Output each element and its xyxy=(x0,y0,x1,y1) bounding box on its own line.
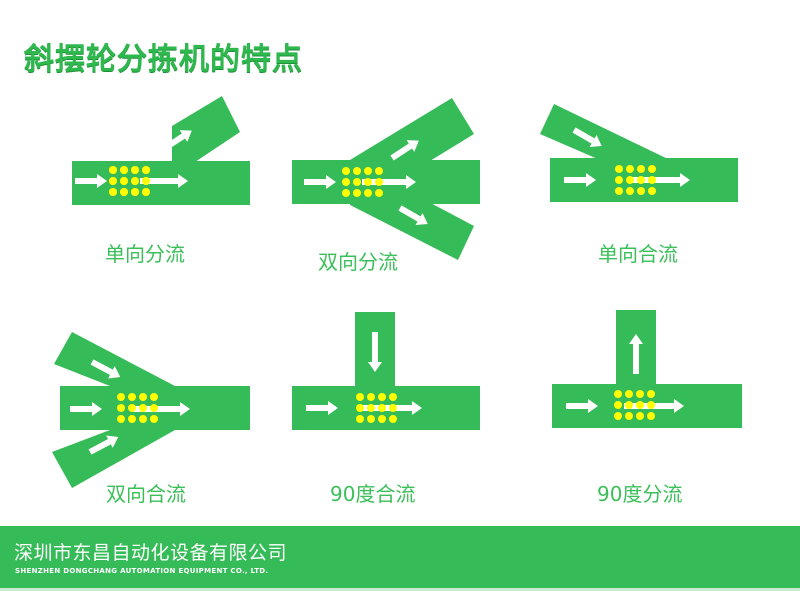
caption-single-merge: 单向合流 xyxy=(598,242,678,266)
caption-single-divert: 单向分流 xyxy=(105,242,185,266)
single-direction-merge-icon xyxy=(540,104,738,202)
slide-title: 斜摆轮分拣机的特点 xyxy=(24,42,303,77)
caption-ninety-merge: 90度合流 xyxy=(330,482,416,506)
double-direction-merge-icon xyxy=(52,332,250,488)
caption-double-merge: 双向合流 xyxy=(106,482,186,506)
ninety-degree-divert-icon xyxy=(552,310,742,428)
double-direction-divert-icon xyxy=(292,98,480,260)
caption-ninety-divert: 90度分流 xyxy=(597,482,683,506)
ninety-degree-merge-icon xyxy=(292,312,480,430)
caption-double-divert: 双向分流 xyxy=(318,250,398,274)
single-direction-divert-icon xyxy=(72,96,250,205)
company-name-en: SHENZHEN DONGCHANG AUTOMATION EQUIPMENT … xyxy=(15,567,269,575)
company-name-cn: 深圳市东昌自动化设备有限公司 xyxy=(14,542,288,564)
footer-banner: 深圳市东昌自动化设备有限公司 SHENZHEN DONGCHANG AUTOMA… xyxy=(0,526,800,588)
footer-divider xyxy=(0,588,800,591)
